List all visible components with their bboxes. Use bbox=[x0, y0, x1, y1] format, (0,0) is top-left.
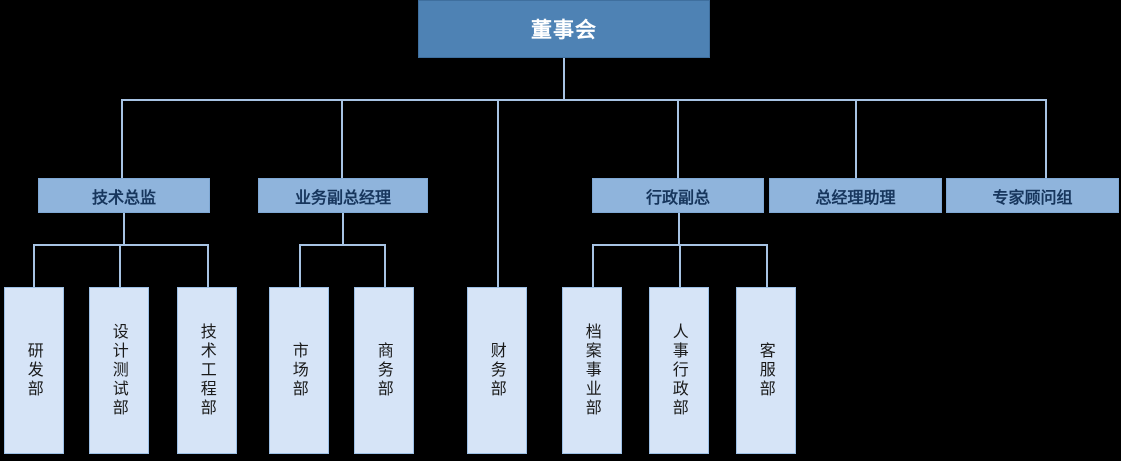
node-tech-eng-dept[interactable]: 技术工程部 bbox=[177, 287, 237, 454]
connector-drop-admin-vp bbox=[677, 99, 679, 178]
connector-stem-business-vp bbox=[342, 212, 344, 245]
connector-root-stem bbox=[563, 57, 565, 100]
connector-drop-hr-admin-dept bbox=[679, 244, 681, 287]
connector-main-bus bbox=[121, 99, 1046, 101]
connector-drop-tech-director bbox=[121, 99, 123, 178]
node-label: 商务部 bbox=[374, 342, 394, 399]
connector-bus-tech-director bbox=[33, 244, 209, 246]
node-label: 设计测试部 bbox=[109, 323, 129, 418]
node-design-test-dept[interactable]: 设计测试部 bbox=[89, 287, 149, 454]
connector-drop-finance-dept bbox=[497, 99, 499, 287]
node-business-vp[interactable]: 业务副总经理 bbox=[258, 178, 428, 213]
connector-stem-tech-director bbox=[123, 212, 125, 245]
connector-drop-rd-dept bbox=[33, 244, 35, 287]
node-label: 客服部 bbox=[756, 342, 776, 399]
node-marketing-dept[interactable]: 市场部 bbox=[269, 287, 329, 454]
node-commerce-dept[interactable]: 商务部 bbox=[354, 287, 414, 454]
connector-drop-business-vp bbox=[341, 99, 343, 178]
node-label: 专家顾问组 bbox=[992, 187, 1073, 207]
connector-drop-design-test-dept bbox=[119, 244, 121, 287]
node-label: 业务副总经理 bbox=[294, 187, 391, 207]
node-label: 董事会 bbox=[531, 18, 597, 42]
node-gm-assistant[interactable]: 总经理助理 bbox=[769, 178, 942, 213]
connector-drop-marketing-dept bbox=[299, 244, 301, 287]
connector-bus-business-vp bbox=[299, 244, 386, 246]
connector-drop-archive-dept bbox=[592, 244, 594, 287]
node-label: 总经理助理 bbox=[815, 187, 896, 207]
connector-drop-commerce-dept bbox=[384, 244, 386, 287]
connector-drop-tech-eng-dept bbox=[207, 244, 209, 287]
node-expert-group[interactable]: 专家顾问组 bbox=[946, 178, 1119, 213]
node-label: 技术总监 bbox=[91, 187, 156, 207]
node-label: 档案事业部 bbox=[582, 323, 602, 418]
node-label: 研发部 bbox=[24, 342, 44, 399]
node-label: 人事行政部 bbox=[669, 323, 689, 418]
node-label: 市场部 bbox=[289, 342, 309, 399]
connector-drop-gm-assistant bbox=[855, 99, 857, 178]
node-label: 行政副总 bbox=[645, 187, 710, 207]
connector-drop-customer-service-dept bbox=[766, 244, 768, 287]
node-board-of-directors[interactable]: 董事会 bbox=[418, 0, 710, 58]
node-admin-vp[interactable]: 行政副总 bbox=[592, 178, 764, 213]
connector-drop-expert-group bbox=[1045, 99, 1047, 178]
node-hr-admin-dept[interactable]: 人事行政部 bbox=[649, 287, 709, 454]
node-archive-dept[interactable]: 档案事业部 bbox=[562, 287, 622, 454]
node-label: 技术工程部 bbox=[197, 323, 217, 418]
node-finance-dept[interactable]: 财务部 bbox=[467, 287, 527, 454]
connector-stem-admin-vp bbox=[678, 212, 680, 245]
node-tech-director[interactable]: 技术总监 bbox=[38, 178, 210, 213]
node-customer-service-dept[interactable]: 客服部 bbox=[736, 287, 796, 454]
node-label: 财务部 bbox=[487, 342, 507, 399]
node-rd-dept[interactable]: 研发部 bbox=[4, 287, 64, 454]
